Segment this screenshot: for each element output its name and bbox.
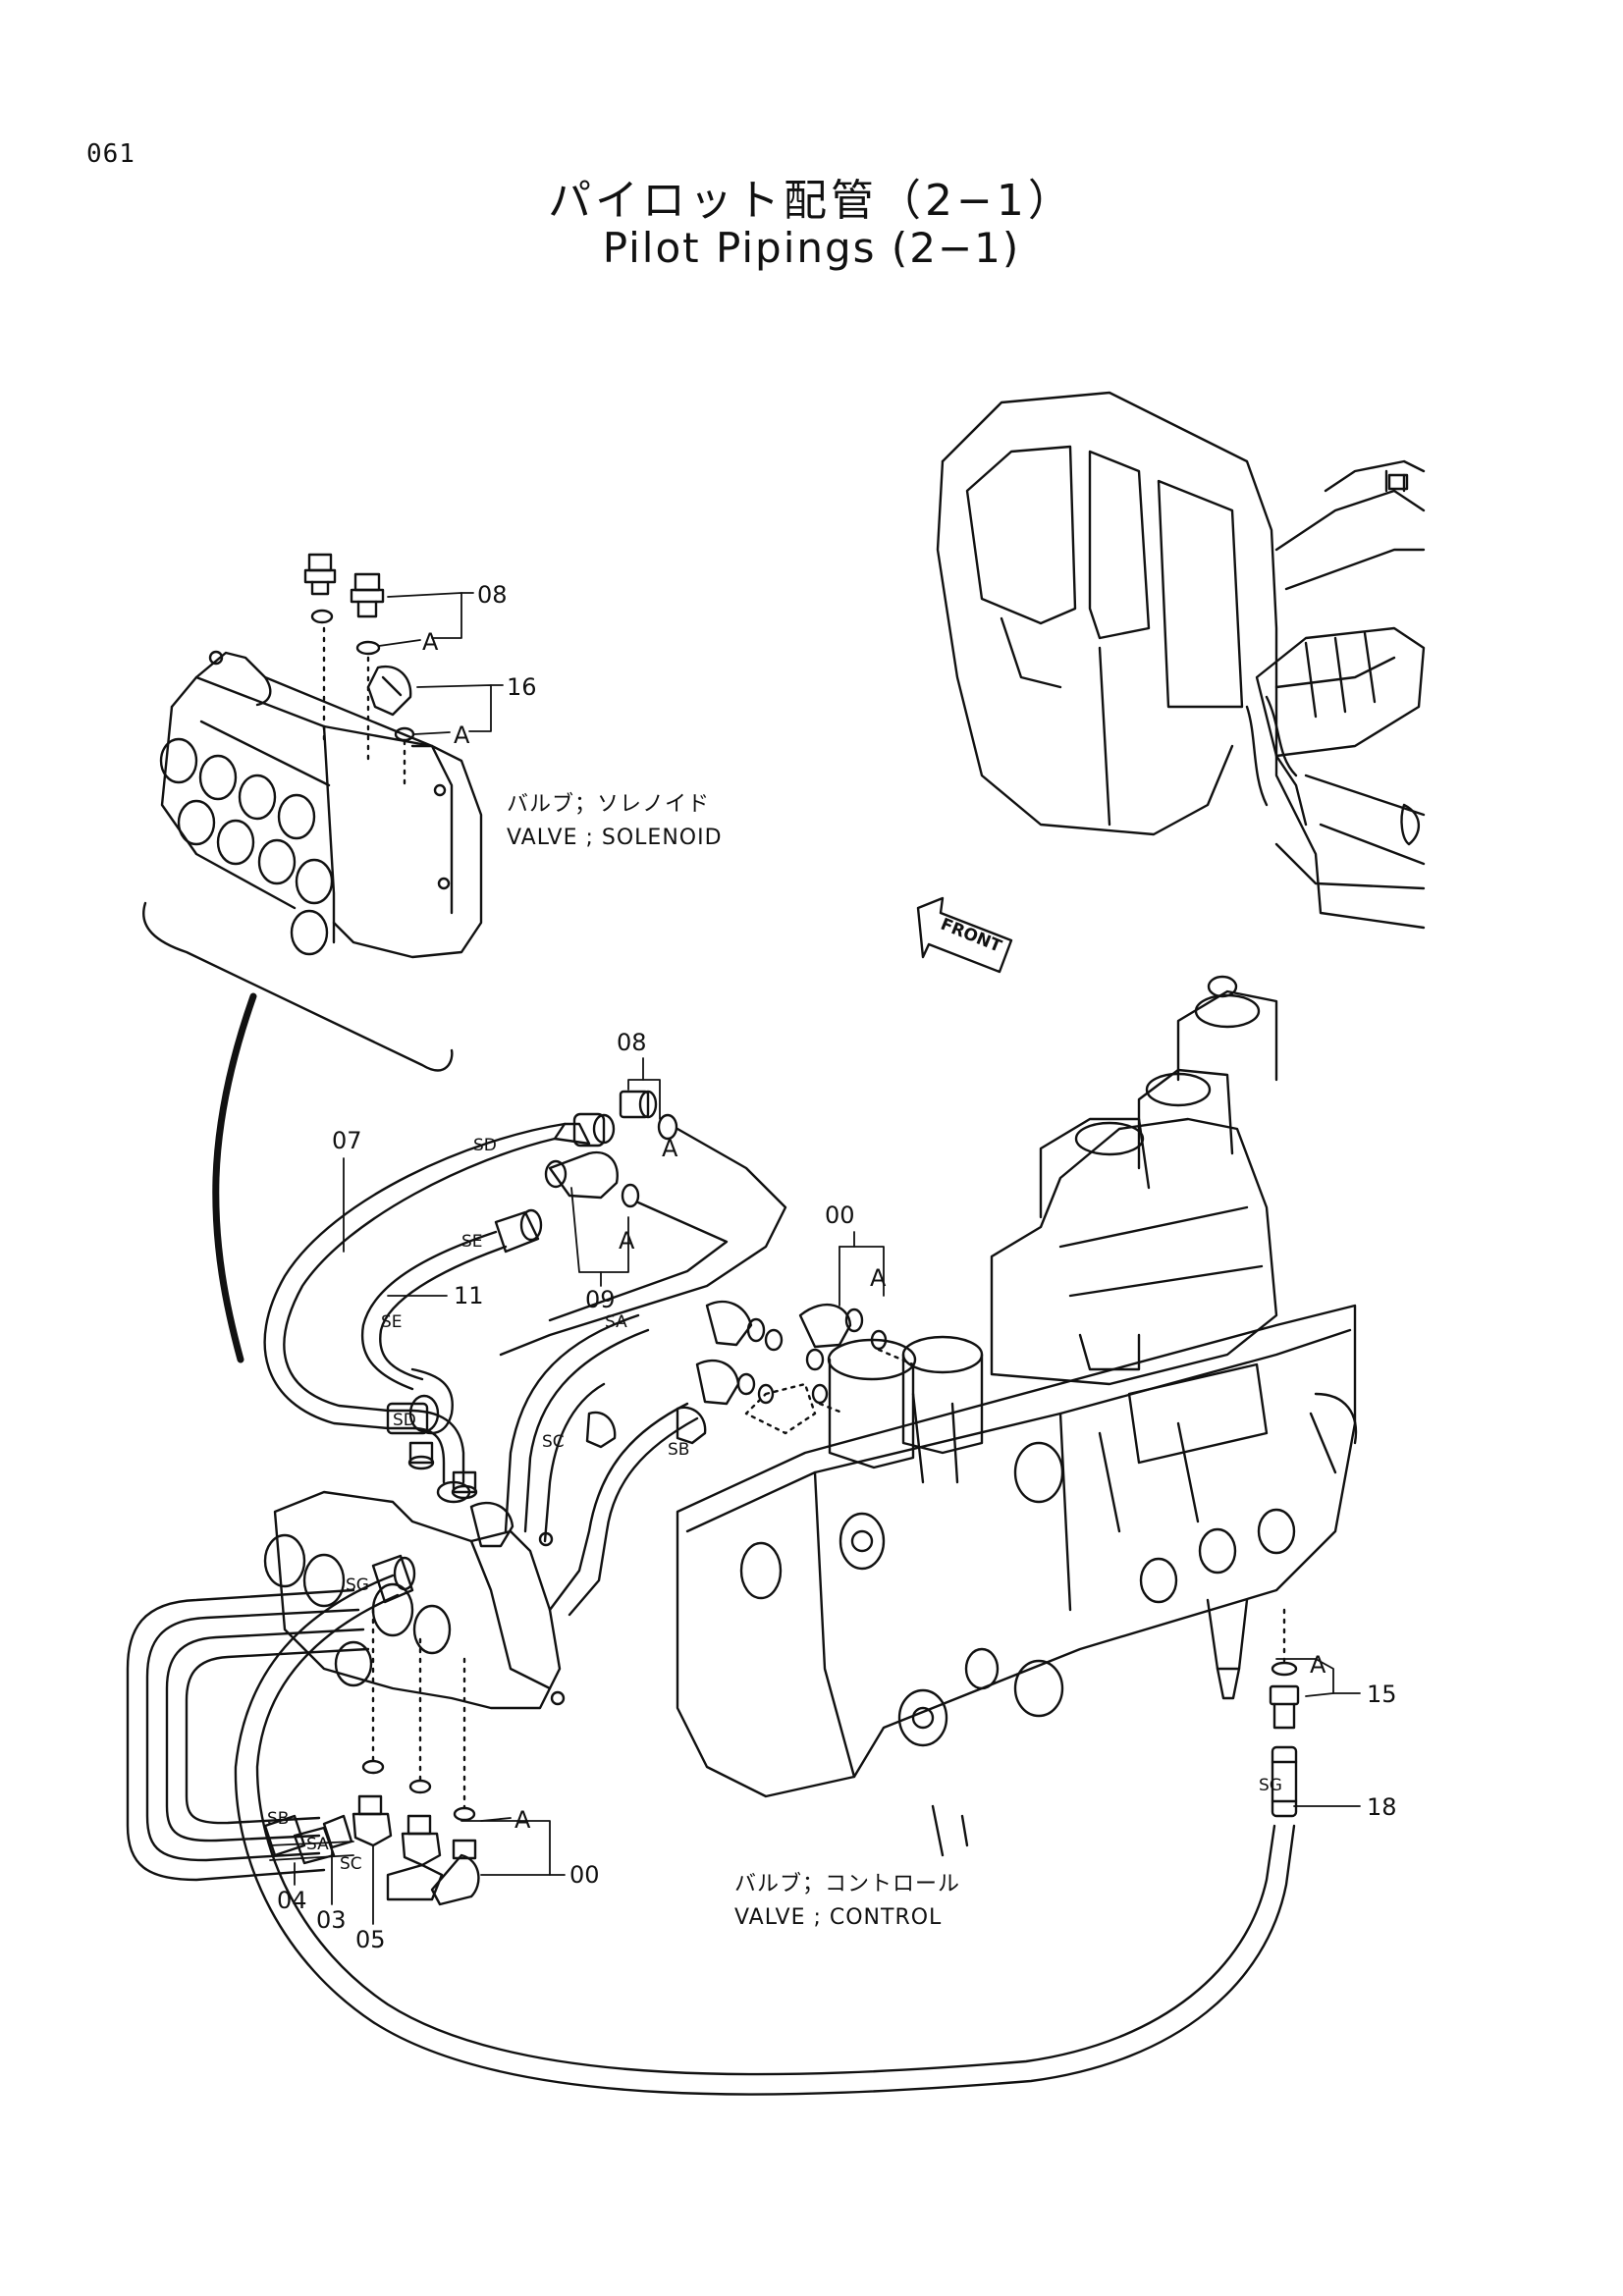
callout-leaders — [269, 1057, 1361, 1925]
callout-bot-18: 18 — [1367, 1793, 1397, 1821]
solenoid-valve-label-en: VALVE ; SOLENOID — [507, 826, 723, 850]
solenoid-valve-illustration — [159, 553, 483, 959]
port-tag-sc-lower: SC — [340, 1854, 362, 1874]
callout-bot-03: 03 — [316, 1906, 347, 1934]
port-tag-se-upper: SE — [461, 1232, 483, 1252]
port-tag-se-lower: SE — [381, 1312, 403, 1332]
port-tag-sc-upper: SC — [542, 1432, 565, 1452]
callout-bot-15: 15 — [1367, 1681, 1397, 1708]
fittings-00-lower — [263, 1608, 480, 1906]
excavator-cab-illustration — [936, 391, 1426, 930]
title-japanese: パイロット配管（2−1） — [548, 176, 1075, 226]
control-valve-label-en: VALVE ; CONTROL — [734, 1905, 942, 1930]
ring-mark-a2: A — [454, 721, 470, 749]
front-direction-arrow: FRONT — [916, 896, 1013, 974]
callout-top-16: 16 — [507, 673, 537, 701]
port-tag-sg-right: SG — [1259, 1776, 1282, 1795]
page-number: 061 — [86, 139, 135, 169]
callout-bot-00: 00 — [569, 1861, 600, 1889]
port-tag-sg-left: SG — [346, 1575, 369, 1595]
port-tag-sb-upper: SB — [668, 1440, 689, 1460]
fittings-15-18 — [1269, 1608, 1300, 1730]
ring-mark-a1: A — [422, 628, 439, 656]
control-valve-label-ja: バルブ；コントロール — [734, 1872, 960, 1896]
port-tag-sa-lower: SA — [306, 1835, 329, 1854]
port-tag-sb-lower: SB — [267, 1809, 289, 1829]
port-tag-sa-upper: SA — [605, 1312, 627, 1332]
callout-bot-05: 05 — [355, 1926, 386, 1953]
callout-bot-04: 04 — [277, 1887, 307, 1914]
callout-top-08: 08 — [477, 581, 508, 609]
ring-mark-a3: A — [662, 1135, 678, 1162]
ring-mark-a6: A — [1310, 1651, 1326, 1679]
callout-mid-08: 08 — [617, 1029, 647, 1056]
pilot-hose-assemblies — [126, 1112, 1298, 2096]
fittings-00-upper — [585, 1300, 915, 1449]
control-valve-illustration — [676, 975, 1358, 1857]
port-tag-sd-upper: SD — [473, 1136, 497, 1155]
fittings-08-09 — [499, 1090, 787, 1357]
ring-mark-a4: A — [619, 1227, 635, 1255]
ring-mark-a7: A — [514, 1806, 531, 1834]
callout-mid-11: 11 — [454, 1282, 484, 1309]
callout-mid-09: 09 — [585, 1286, 616, 1313]
solenoid-valve-label-ja: バルブ；ソレノイド — [507, 792, 710, 817]
ring-mark-a5: A — [870, 1264, 887, 1292]
port-tag-sd-lower: SD — [393, 1411, 416, 1430]
callout-mid-00: 00 — [825, 1201, 855, 1229]
title-english: Pilot Pipings (2−1) — [602, 224, 1021, 272]
callout-mid-07: 07 — [332, 1127, 362, 1154]
